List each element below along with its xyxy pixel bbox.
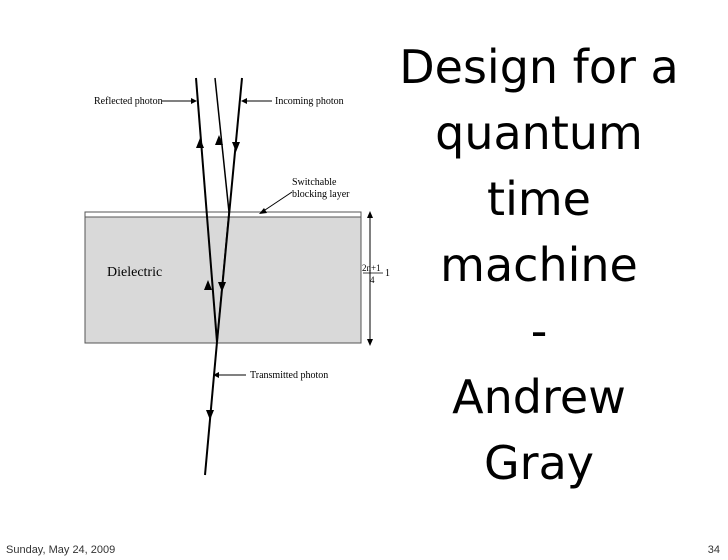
title-line: quantum [435,106,643,160]
label-thickness-den: 4 [370,275,375,285]
arrow-transmitted-down [206,410,214,420]
inner-ray-down [216,211,230,343]
label-thickness-suffix: 1 [385,268,390,279]
label-reflected: Reflected photon [94,96,163,107]
arrow-incoming-down [232,142,240,152]
transmitted-pointer-arrow [213,372,219,378]
arrow-reflected-up [196,138,204,148]
title-line: Andrew [452,370,626,424]
slide-title: Design for a quantum time machine - Andr… [386,34,692,496]
label-transmitted: Transmitted photon [250,370,328,381]
arrow-dielectric-down [218,282,226,292]
footer-date: Sunday, May 24, 2009 [6,544,116,556]
arrow-inner-up [215,135,223,145]
label-switchable-1: Switchable [292,177,337,188]
label-dielectric: Dielectric [107,265,162,280]
reflected-pointer-arrow [191,98,197,104]
title-line: time [487,172,591,226]
transmitted-ray [204,341,218,476]
incoming-pointer-arrow [241,98,247,104]
label-switchable-2: blocking layer [292,189,350,200]
reflected-ray [195,77,218,343]
thickness-arrow-bottom [367,339,373,346]
blocking-layer [84,211,362,218]
switchable-pointer [261,191,293,213]
photon-diagram: Reflected photon Incoming photon Switcha… [84,77,390,476]
switchable-pointer-arrow [259,208,267,214]
arrow-dielectric-up [204,280,212,290]
label-thickness-num: 2n+1 [362,263,381,273]
title-line: Gray [484,436,594,490]
title-line: - [530,304,548,358]
page-number: 34 [707,544,720,556]
label-incoming: Incoming photon [275,96,344,107]
title-line: machine [440,238,638,292]
thickness-arrow-top [367,211,373,218]
title-line: Design for a [399,40,679,94]
